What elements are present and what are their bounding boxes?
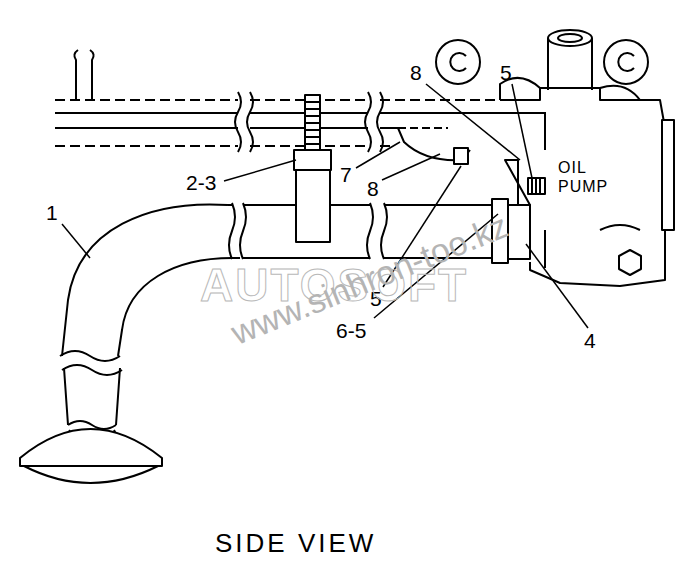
callout-number: 8 — [367, 178, 379, 199]
callout-number: 5 — [500, 62, 512, 83]
callout-number: 8 — [410, 62, 422, 83]
bracket — [398, 128, 470, 164]
callout-number: 2-3 — [186, 172, 216, 193]
suction-tube — [20, 199, 530, 483]
callout-number: 1 — [46, 202, 58, 223]
mounting-stud — [294, 95, 331, 242]
callout-number: 7 — [340, 164, 352, 185]
callout-number: 4 — [584, 330, 596, 351]
view-caption: SIDE VIEW — [215, 530, 376, 556]
part-name: OIL PUMP — [558, 158, 610, 196]
callout-number: 6-5 — [336, 320, 366, 341]
frame-rail — [55, 50, 545, 152]
